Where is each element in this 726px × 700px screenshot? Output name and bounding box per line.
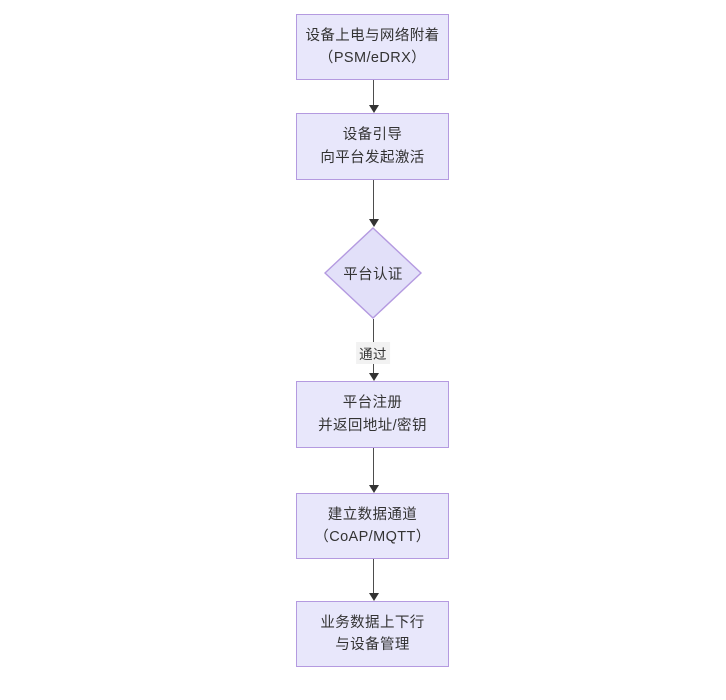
connector-line xyxy=(373,559,374,593)
node-business-data-and-device-management[interactable]: 业务数据上下行 与设备管理 xyxy=(296,601,449,667)
node-text-line: 平台认证 xyxy=(343,266,403,283)
node-text-line: 并返回地址/密钥 xyxy=(318,417,427,434)
arrow-head-icon xyxy=(368,219,379,227)
arrow-head-icon xyxy=(368,485,379,493)
node-text-line: （CoAP/MQTT） xyxy=(314,529,431,545)
node-text-line: 平台注册 xyxy=(342,395,403,412)
node-device-bootstrap[interactable]: 设备引导 向平台发起激活 xyxy=(296,113,449,180)
arrow-head-icon xyxy=(368,105,379,113)
connector-line xyxy=(373,180,374,219)
node-text-line: 设备引导 xyxy=(342,127,403,144)
arrow-head-icon xyxy=(368,593,379,601)
node-platform-register[interactable]: 平台注册 并返回地址/密钥 xyxy=(296,381,449,448)
node-text-line: 设备上电与网络附着 xyxy=(305,27,440,44)
connector-line xyxy=(373,80,374,105)
node-text-line: 与设备管理 xyxy=(335,637,410,653)
node-text-line: 向平台发起激活 xyxy=(320,149,425,166)
node-device-power-on[interactable]: 设备上电与网络附着 （PSM/eDRX） xyxy=(296,14,449,80)
node-text-line: 业务数据上下行 xyxy=(320,614,425,631)
node-platform-auth-decision[interactable]: 平台认证 xyxy=(323,227,423,319)
arrow-head-icon xyxy=(368,373,379,381)
diamond-shape-icon xyxy=(323,227,423,319)
edge-label-pass: 通过 xyxy=(356,342,390,364)
connector-line xyxy=(373,448,374,485)
node-establish-data-channel[interactable]: 建立数据通道 （CoAP/MQTT） xyxy=(296,493,449,559)
node-text-line: 建立数据通道 xyxy=(327,506,418,523)
node-text-line: （PSM/eDRX） xyxy=(318,50,427,66)
